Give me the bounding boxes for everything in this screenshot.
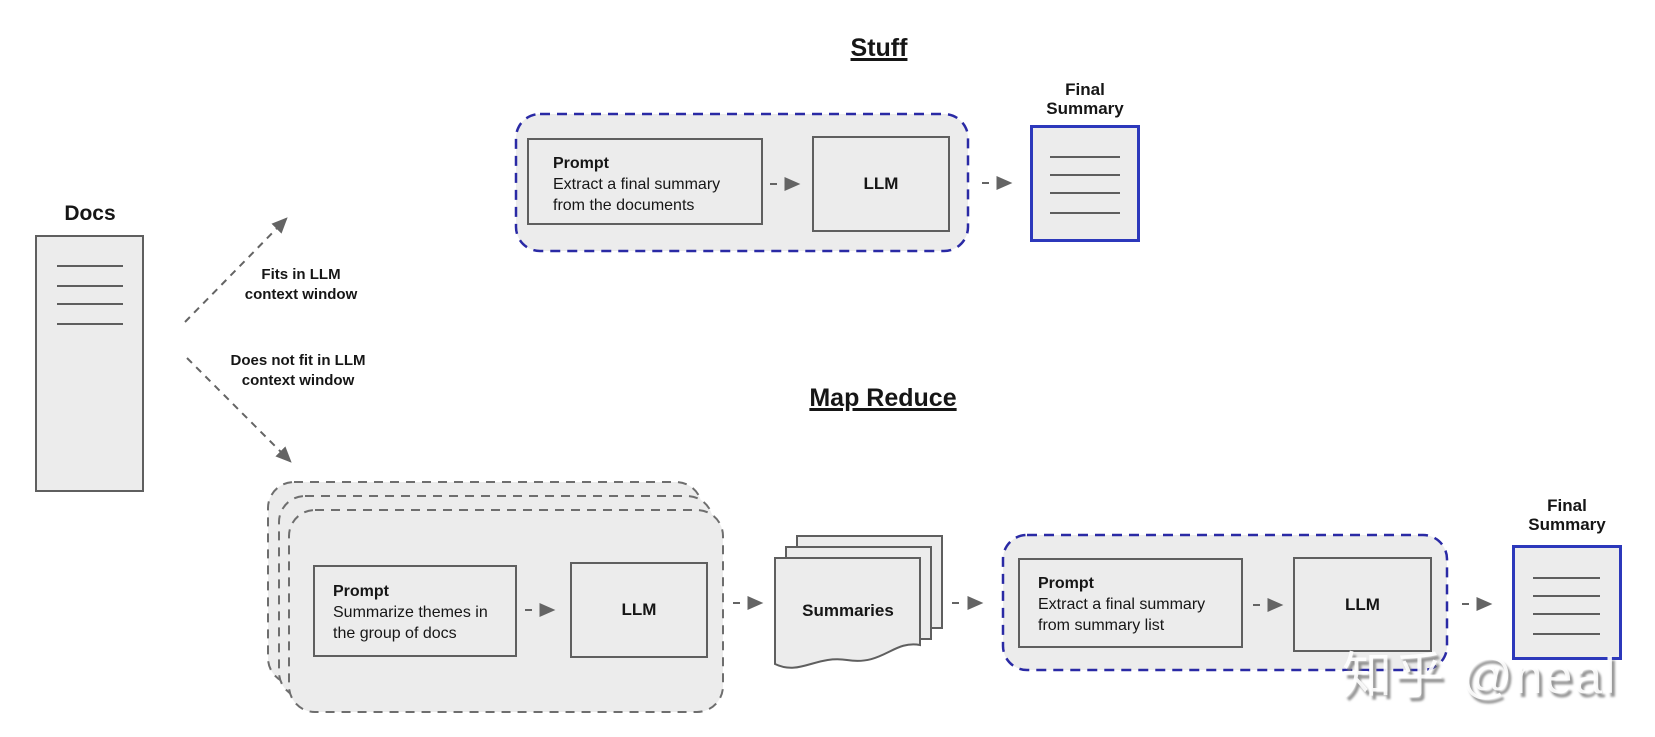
doc-text-line <box>1050 156 1120 158</box>
stuff-final-line1: Final <box>1065 80 1105 99</box>
reduce-final-line1: Final <box>1547 496 1587 515</box>
doc-text-line <box>57 303 123 305</box>
doc-text-line <box>57 323 123 325</box>
reduce-llm-box: LLM <box>1293 557 1432 652</box>
map-prompt-heading: Prompt <box>333 583 389 600</box>
doc-text-line <box>1533 613 1600 615</box>
arrow-docs-not-fit-branch <box>186 357 292 463</box>
stuff-llm-box: LLM <box>812 136 950 232</box>
doc-text-line <box>1050 174 1120 176</box>
reduce-final-summary-label: Final Summary <box>1512 496 1622 534</box>
doc-text-line <box>1533 577 1600 579</box>
fits-branch-label: Fits in LLM context window <box>211 265 391 305</box>
map-prompt-line2: the group of docs <box>333 625 457 642</box>
reduce-final-line2: Summary <box>1528 515 1606 534</box>
not-fit-branch-line1: Does not fit in LLM <box>230 352 366 369</box>
reduce-prompt-line1: Extract a final summary <box>1038 596 1206 613</box>
doc-text-line <box>1050 192 1120 194</box>
fits-branch-line2: context window <box>244 286 358 303</box>
stuff-prompt-heading: Prompt <box>553 155 609 172</box>
stuff-final-summary-label: Final Summary <box>1030 80 1140 118</box>
reduce-final-summary-document <box>1512 545 1622 660</box>
not-fit-branch-line2: context window <box>241 372 355 389</box>
summaries-label: Summaries <box>802 601 894 620</box>
doc-text-line <box>1050 212 1120 214</box>
not-fit-branch-label: Does not fit in LLM context window <box>208 351 388 391</box>
summaries-page-front <box>774 557 921 669</box>
stuff-prompt-line2: from the documents <box>553 197 695 214</box>
map-llm-box: LLM <box>570 562 708 658</box>
reduce-prompt-box: Prompt Extract a final summary from summ… <box>1018 558 1243 648</box>
map-prompt-line1: Summarize themes in <box>333 604 488 621</box>
reduce-prompt-line2: from summary list <box>1038 617 1165 634</box>
stuff-final-line2: Summary <box>1046 99 1124 118</box>
stuff-prompt-box: Prompt Extract a final summary from the … <box>527 138 763 225</box>
stuff-section-title: Stuff <box>850 34 908 62</box>
docs-document <box>35 235 144 492</box>
zhihu-watermark: 知乎 @neal <box>1342 648 1618 704</box>
map-reduce-section-title: Map Reduce <box>809 384 957 412</box>
map-prompt-box: Prompt Summarize themes in the group of … <box>313 565 517 657</box>
stuff-final-summary-document <box>1030 125 1140 242</box>
arrow-docs-fits-branch <box>184 217 288 323</box>
doc-text-line <box>57 265 123 267</box>
reduce-prompt-heading: Prompt <box>1038 575 1094 592</box>
doc-text-line <box>57 285 123 287</box>
docs-label: Docs <box>64 202 116 225</box>
fits-branch-line1: Fits in LLM <box>261 266 341 283</box>
stuff-prompt-line1: Extract a final summary <box>553 176 721 193</box>
doc-text-line <box>1533 595 1600 597</box>
doc-text-line <box>1533 633 1600 635</box>
